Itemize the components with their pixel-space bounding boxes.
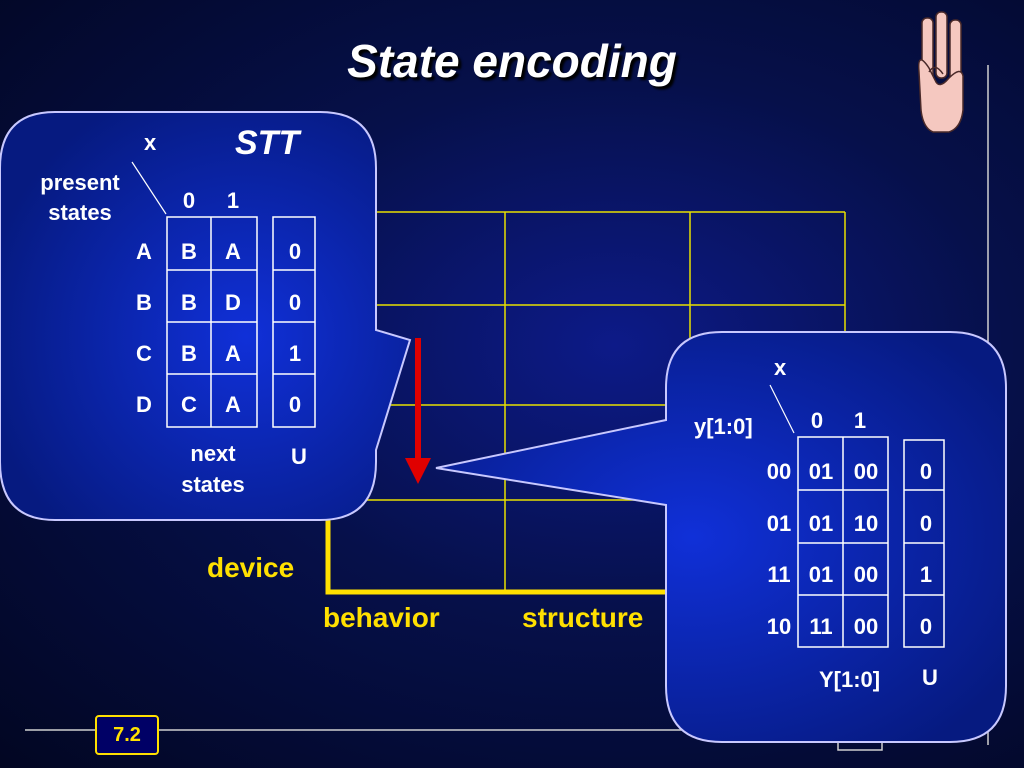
axis-label-device: device — [207, 552, 295, 583]
encoded-input-label: x — [774, 355, 787, 380]
stt-col-header: 1 — [226, 188, 240, 213]
encoded-next-state: 10 — [853, 511, 879, 536]
stt-next-label-line1: next — [190, 441, 236, 466]
encoded-next-label: Y[1:0] — [819, 667, 881, 692]
axis-label-behavior: behavior — [323, 602, 440, 633]
stt-title: STT — [235, 124, 300, 162]
encoded-output: 1 — [919, 562, 933, 587]
encoded-next-state: 01 — [808, 511, 834, 536]
encoded-present-state: 11 — [767, 562, 791, 587]
stt-output: 0 — [288, 290, 302, 315]
stt-present-state: A — [136, 239, 152, 264]
encoded-next-state: 01 — [808, 562, 834, 587]
stt-output-label: U — [291, 444, 307, 469]
encoded-output: 0 — [919, 511, 933, 536]
encoded-row-header: y[1:0] — [694, 414, 753, 439]
stt-present-state: D — [136, 392, 152, 417]
stt-next-state: A — [225, 392, 241, 417]
page-number: 7.2 — [95, 715, 159, 755]
stt-row-header-line1: present — [40, 170, 120, 195]
encoded-output: 0 — [919, 614, 933, 639]
encoded-present-state: 00 — [766, 459, 792, 484]
stt-next-state: B — [181, 341, 197, 366]
encoded-output-label: U — [922, 665, 938, 690]
stt-next-label-line2: states — [181, 472, 245, 497]
stt-next-state: B — [181, 290, 197, 315]
stt-next-state: C — [181, 392, 197, 417]
stt-row-header-line2: states — [48, 200, 112, 225]
stt-next-state: B — [181, 239, 197, 264]
encoded-col-header: 1 — [853, 408, 867, 433]
encoded-next-state: 01 — [808, 459, 834, 484]
encoded-present-state: 01 — [766, 511, 792, 536]
encoded-next-state: 00 — [853, 562, 879, 587]
encoded-next-state: 11 — [809, 614, 833, 639]
encoded-col-header: 0 — [810, 408, 824, 433]
stt-present-state: C — [136, 341, 152, 366]
stt-output: 1 — [288, 341, 302, 366]
stt-output: 0 — [288, 392, 302, 417]
axis-label-structure: structure — [522, 602, 644, 633]
stt-output: 0 — [288, 239, 302, 264]
stt-next-state: A — [225, 239, 241, 264]
encoded-present-state: 10 — [766, 614, 792, 639]
stt-col-header: 0 — [182, 188, 196, 213]
page-title: State encoding — [347, 35, 677, 87]
stt-next-state: D — [225, 290, 241, 315]
encoded-next-state: 00 — [853, 614, 879, 639]
encoded-output: 0 — [919, 459, 933, 484]
stt-present-state: B — [136, 290, 152, 315]
stt-next-state: A — [225, 341, 241, 366]
down-arrow-icon — [405, 338, 431, 484]
encoded-next-state: 00 — [853, 459, 879, 484]
stt-input-label: x — [144, 130, 157, 155]
three-fingers-hand-icon — [917, 11, 964, 133]
